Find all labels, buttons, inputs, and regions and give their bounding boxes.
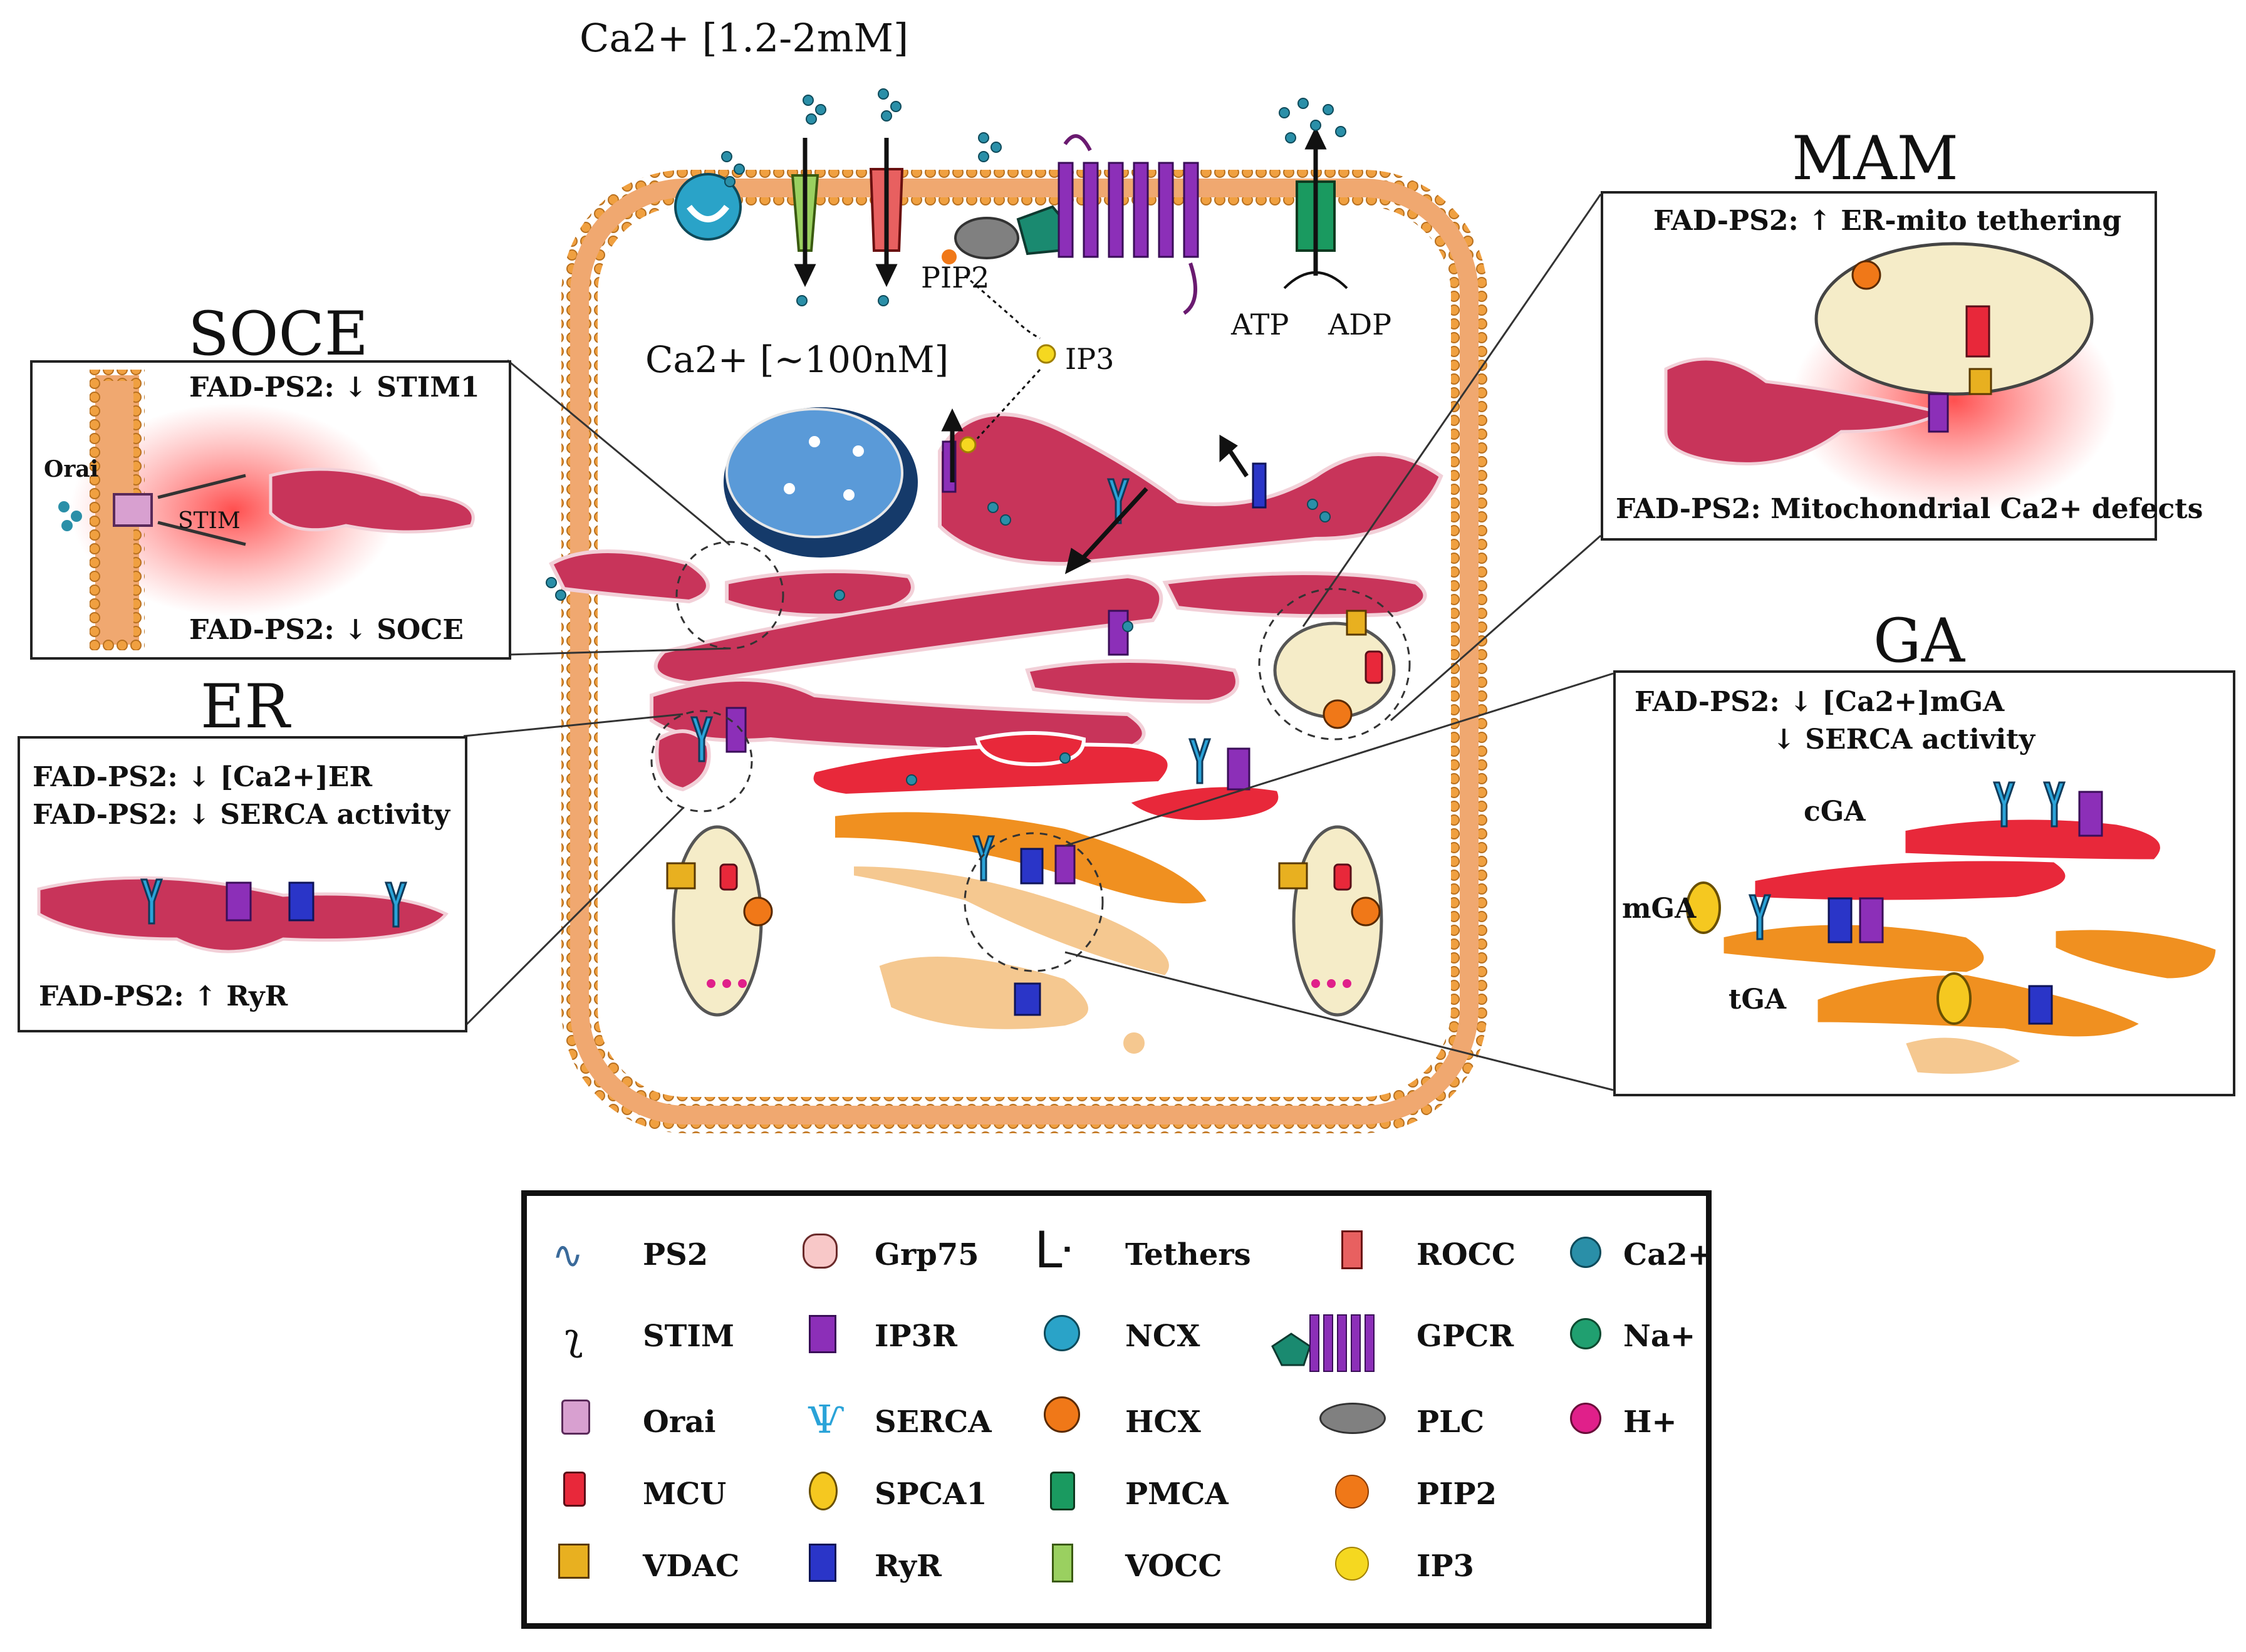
plc-icon	[1319, 1403, 1386, 1434]
legend-label-hcx: HCX	[1125, 1405, 1201, 1440]
legend-box: ∿ PS2 ʅ STIM Orai MCU VDAC Grp75 IP3R Ѱ …	[521, 1190, 1713, 1629]
mam-graphic	[1664, 242, 2117, 513]
stim-icon: ʅ	[564, 1315, 583, 1359]
tga-label: tGA	[1729, 984, 1787, 1016]
soce-soce-text: FAD-PS2: ↓ SOCE	[189, 614, 464, 646]
er-inset: FAD-PS2: ↓ [Ca2+]ER FAD-PS2: ↓ SERCA act…	[18, 736, 467, 1032]
golgi-apparatus	[809, 731, 1282, 1057]
legend-label-ip3: IP3	[1417, 1549, 1474, 1584]
legend-label-mcu: MCU	[643, 1477, 727, 1512]
ncx-channel	[674, 173, 742, 241]
ga-serca-text: ↓ SERCA activity	[1772, 724, 2035, 756]
sodium-ion-icon	[1570, 1318, 1601, 1349]
ga-graphic	[1686, 781, 2219, 1077]
mga-label: mGA	[1622, 893, 1697, 925]
calcium-ion-icon	[1570, 1237, 1601, 1268]
ip3-icon	[1335, 1547, 1369, 1581]
soce-stim1-text: FAD-PS2: ↓ STIM1	[189, 371, 480, 403]
legend-label-rocc: ROCC	[1417, 1237, 1516, 1272]
legend-label-stim: STIM	[643, 1319, 734, 1354]
er-title: ER	[200, 672, 290, 742]
vocc-icon	[1052, 1544, 1073, 1582]
ga-inset: FAD-PS2: ↓ [Ca2+]mGA ↓ SERCA activity cG…	[1613, 670, 2235, 1096]
mam-tethering-text: FAD-PS2: ↑ ER-mito tethering	[1653, 205, 2122, 237]
nucleus	[724, 407, 918, 558]
atp-label: ATP	[1231, 308, 1289, 341]
er-ryr-text: FAD-PS2: ↑ RyR	[39, 980, 288, 1012]
gpcr-receptor	[1058, 162, 1199, 258]
stim-label: STIM	[178, 508, 241, 534]
vdac-icon	[558, 1544, 590, 1579]
legend-label-vdac: VDAC	[643, 1549, 740, 1584]
legend-label-gpcr: GPCR	[1417, 1319, 1514, 1354]
ps2-icon: ∿	[552, 1234, 584, 1277]
soce-inset: FAD-PS2: ↓ STIM1 Orai STIM FAD-PS2: ↓ SO…	[30, 360, 511, 660]
ncx-icon	[1044, 1315, 1080, 1351]
soce-graphic	[58, 370, 475, 650]
legend-label-calcium: Ca2+	[1623, 1237, 1713, 1272]
orai-icon	[561, 1400, 590, 1435]
legend-label-vocc: VOCC	[1125, 1549, 1222, 1584]
mcu-icon	[563, 1472, 586, 1507]
hcx-icon	[1044, 1396, 1080, 1433]
legend-label-pip2: PIP2	[1417, 1477, 1497, 1512]
pip2-icon	[1335, 1475, 1369, 1509]
mam-title: MAM	[1792, 123, 1958, 194]
proton-icon	[1570, 1403, 1601, 1434]
rocc-icon	[1341, 1230, 1363, 1269]
legend-label-orai: Orai	[643, 1405, 716, 1440]
legend-label-proton: H+	[1623, 1405, 1677, 1440]
gpcr-icon	[1271, 1314, 1375, 1372]
legend-label-serca: SERCA	[875, 1405, 992, 1440]
plc-enzyme	[954, 217, 1019, 259]
legend-label-spca1: SPCA1	[875, 1477, 987, 1512]
cga-label: cGA	[1804, 796, 1866, 828]
adp-label: ADP	[1328, 308, 1392, 341]
ip3-label: IP3	[1065, 342, 1115, 376]
er-calcium-text: FAD-PS2: ↓ [Ca2+]ER	[33, 761, 373, 793]
er-serca-text: FAD-PS2: ↓ SERCA activity	[33, 799, 450, 831]
legend-label-ncx: NCX	[1125, 1319, 1200, 1354]
legend-label-ip3r: IP3R	[875, 1319, 957, 1354]
pip2-label: PIP2	[921, 261, 990, 294]
legend-label-pmca: PMCA	[1125, 1477, 1229, 1512]
extracellular-calcium-label: Ca2+ [1.2-2mM]	[580, 15, 909, 61]
ryr-icon	[809, 1544, 836, 1582]
orai-label: Orai	[44, 456, 99, 482]
legend-label-ps2: PS2	[643, 1237, 709, 1272]
pmca-icon	[1050, 1472, 1075, 1510]
spca1-icon	[809, 1472, 838, 1510]
legend-label-plc: PLC	[1417, 1405, 1485, 1440]
serca-icon: Ѱ	[808, 1396, 845, 1442]
mam-mito-text: FAD-PS2: Mitochondrial Ca2+ defects	[1616, 493, 2203, 525]
er-graphic	[37, 876, 449, 953]
tethers-icon: ᒷ	[1034, 1221, 1073, 1279]
ip3r-icon	[809, 1315, 836, 1353]
soce-title: SOCE	[188, 299, 368, 369]
grp75-icon	[803, 1234, 838, 1269]
ga-calcium-text: FAD-PS2: ↓ [Ca2+]mGA	[1635, 686, 2005, 718]
legend-label-tethers: Tethers	[1125, 1237, 1251, 1272]
legend-label-ryr: RyR	[875, 1549, 942, 1584]
legend-label-sodium: Na+	[1623, 1319, 1696, 1354]
ga-title: GA	[1873, 606, 1965, 676]
er-network	[549, 412, 1443, 792]
cytosolic-calcium-label: Ca2+ [~100nM]	[645, 338, 949, 381]
mam-inset: FAD-PS2: ↑ ER-mito tethering FAD-PS2: Mi…	[1601, 191, 2203, 541]
cell-diagram	[462, 88, 1614, 1133]
legend-label-grp75: Grp75	[875, 1237, 979, 1272]
